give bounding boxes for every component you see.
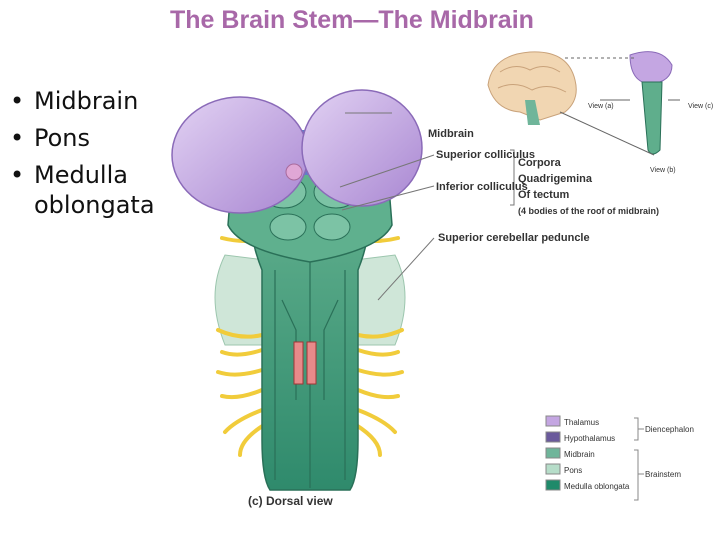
bullet-list: Midbrain Pons Medulla oblongata xyxy=(6,86,199,227)
label-superior-colliculus: Superior colliculus xyxy=(436,149,535,161)
legend-swatch-hypothalamus xyxy=(545,431,561,443)
thalamus xyxy=(171,89,423,214)
legend-label-medulla: Medulla oblongata xyxy=(564,482,630,491)
leader-lines xyxy=(339,112,515,301)
slide-title: The Brain Stem—The Midbrain xyxy=(170,6,534,34)
label-midbrain: Midbrain xyxy=(428,128,474,140)
legend: Thalamus Hypothalamus Midbrain Pons Medu… xyxy=(545,415,694,501)
inset-view-c: View (c) xyxy=(688,103,713,110)
legend-swatch-medulla xyxy=(545,479,561,491)
label-superior-cerebellar-peduncle: Superior cerebellar peduncle xyxy=(438,232,590,244)
legend-label-hypothalamus: Hypothalamus xyxy=(564,434,615,443)
inset-brain-figure: View (a) View (b) View (c) xyxy=(487,51,713,174)
label-inferior-colliculus: Inferior colliculus xyxy=(436,181,528,193)
label-roof-note: (4 bodies of the roof of midbrain) xyxy=(518,206,659,216)
legend-group-diencephalon: Diencephalon xyxy=(645,425,694,434)
label-of-tectum: Of tectum xyxy=(518,189,570,201)
inset-view-b: View (b) xyxy=(650,167,676,174)
label-corpora: Corpora xyxy=(518,157,562,169)
legend-label-thalamus: Thalamus xyxy=(564,418,599,427)
legend-swatch-thalamus xyxy=(545,415,561,427)
legend-label-midbrain: Midbrain xyxy=(564,450,595,459)
medulla-oblongata xyxy=(247,204,373,491)
diagram-caption: (c) Dorsal view xyxy=(248,494,333,508)
legend-label-pons: Pons xyxy=(564,466,582,475)
inset-view-a: View (a) xyxy=(588,103,614,110)
legend-swatch-pons xyxy=(545,463,561,475)
bullet-item: Medulla oblongata xyxy=(6,160,199,220)
bullet-item: Midbrain xyxy=(6,86,199,116)
label-quadrigemina: Quadrigemina xyxy=(518,173,593,185)
bullet-item: Pons xyxy=(6,123,199,153)
pons-region xyxy=(214,254,406,346)
cranial-nerves xyxy=(216,236,404,457)
legend-group-brainstem: Brainstem xyxy=(645,470,681,479)
legend-swatch-midbrain xyxy=(545,447,561,459)
